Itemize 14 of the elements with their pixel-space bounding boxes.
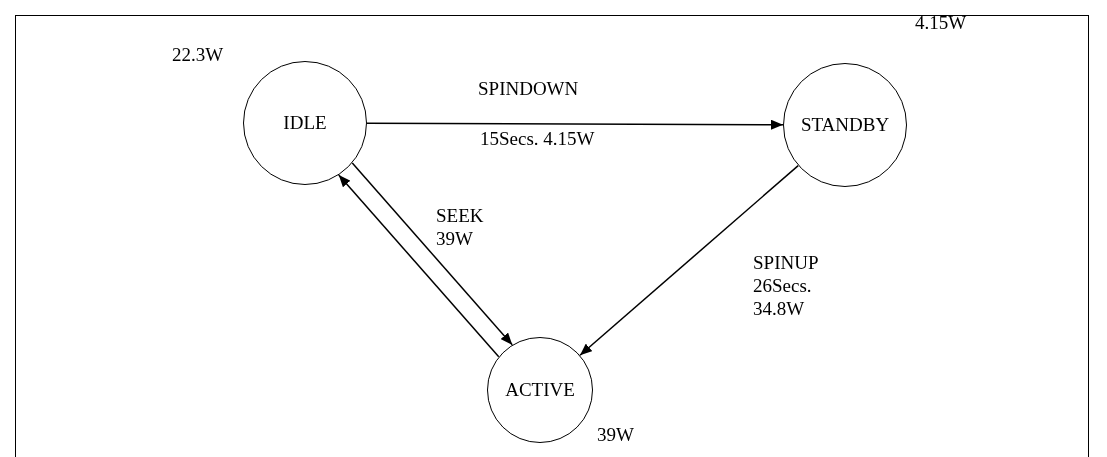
state-name: ACTIVE xyxy=(505,379,575,401)
edge-label: SPINDOWN xyxy=(478,78,580,101)
power-label: 4.15W xyxy=(915,12,967,35)
edge-label: SPINUP 26Secs. 34.8W xyxy=(753,252,819,321)
arrow xyxy=(351,162,513,346)
state-name: STANDBY xyxy=(800,114,890,136)
arrow xyxy=(366,119,784,130)
transition-note: 15Secs. 4.15W xyxy=(480,128,595,151)
power-label: 22.3W xyxy=(172,44,224,67)
arrow xyxy=(338,174,500,358)
edge-label: SEEK 39W xyxy=(436,205,485,251)
arrow xyxy=(579,164,799,356)
state-name: IDLE xyxy=(283,112,327,134)
power-label: 39W xyxy=(597,424,634,447)
